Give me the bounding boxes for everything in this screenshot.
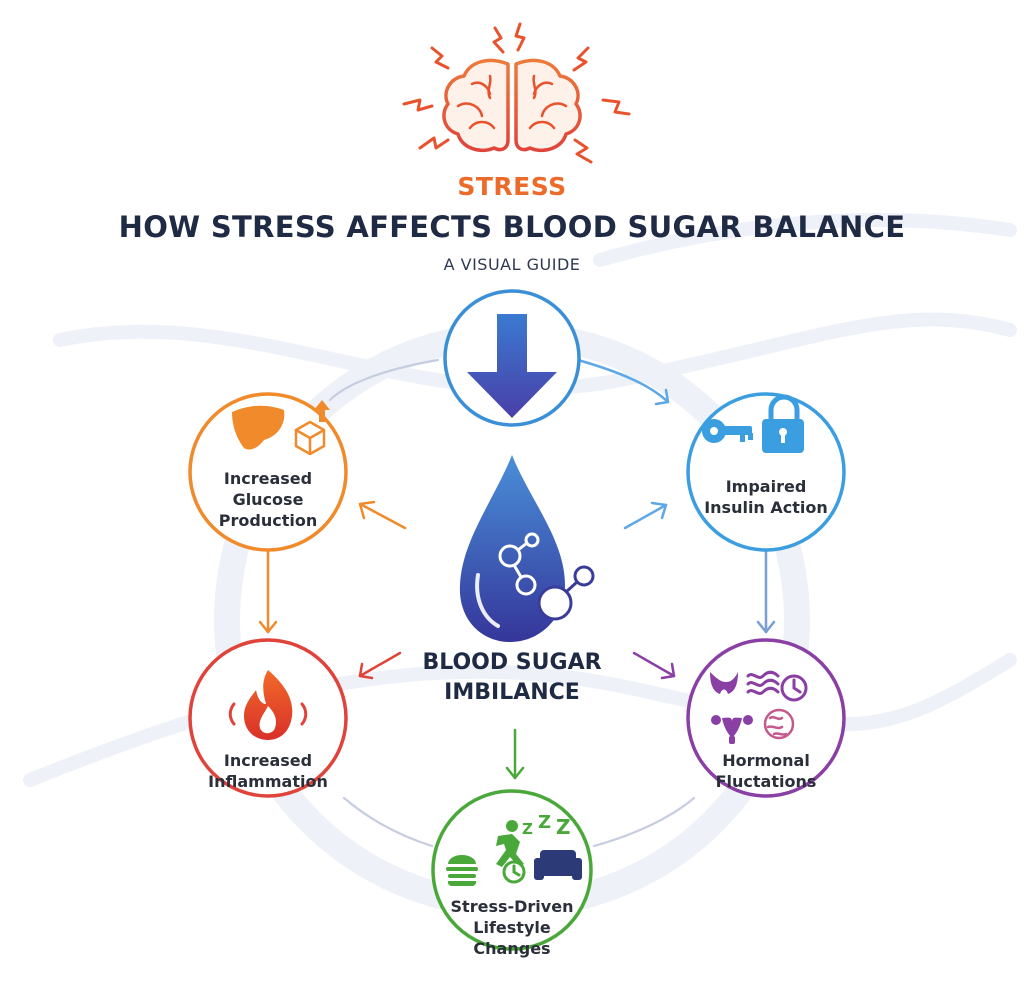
node-glucose-line1: Increased bbox=[223, 469, 313, 488]
node-hormonal-label: Hormonal Fluctations bbox=[686, 750, 846, 792]
node-glucose-circle bbox=[188, 392, 348, 552]
page-subtitle: A VISUAL GUIDE bbox=[443, 255, 581, 274]
blood-drop-icon bbox=[459, 455, 595, 642]
node-inflammation-line1: Increased bbox=[223, 751, 313, 770]
uterus-icon bbox=[711, 715, 753, 744]
node-glucose-label: Increased Glucose Production bbox=[188, 468, 348, 531]
arrow-center-to-insulin bbox=[623, 501, 668, 530]
thyroid-icon bbox=[710, 672, 738, 694]
node-lifestyle-line1: Stress-Driven bbox=[450, 897, 574, 916]
sleep-z-icon: Z Z Z bbox=[522, 812, 571, 839]
node-insulin-circle bbox=[686, 392, 846, 552]
node-inflammation-label: Increased Inflammation bbox=[188, 750, 348, 792]
couch-icon bbox=[534, 850, 582, 880]
page-title: HOW STRESS AFFECTS BLOOD SUGAR BALANCE bbox=[118, 210, 906, 244]
node-hormonal-line2: Fluctations bbox=[715, 772, 817, 791]
brain-icon bbox=[763, 708, 795, 740]
arrow-center-to-inflammation bbox=[358, 651, 402, 680]
flow-arrows bbox=[258, 358, 776, 780]
node-lifestyle-label: Stress-Driven Lifestyle Changes bbox=[432, 896, 592, 959]
wave-icon bbox=[746, 670, 780, 695]
arrow-top-to-insulin bbox=[576, 358, 670, 406]
arrow-center-to-lifestyle bbox=[505, 728, 525, 780]
padlock-icon bbox=[762, 394, 804, 453]
node-insulin-label: Impaired Insulin Action bbox=[686, 476, 846, 518]
svg-text:Z: Z bbox=[522, 820, 533, 838]
node-insulin-line2: Insulin Action bbox=[704, 498, 828, 517]
node-glucose-line3: Production bbox=[218, 511, 318, 530]
arrow-glucose-to-inflammation bbox=[258, 550, 278, 634]
arrow-center-to-hormonal bbox=[632, 651, 676, 680]
flame-icon bbox=[228, 670, 308, 740]
down-arrow-icon bbox=[467, 314, 557, 418]
up-arrow-icon bbox=[314, 400, 330, 422]
center-label-line2: IMBILANCE bbox=[444, 680, 580, 705]
arrow-center-to-glucose bbox=[358, 500, 407, 530]
svg-text:Z: Z bbox=[556, 815, 571, 839]
node-insulin-line1: Impaired bbox=[725, 477, 807, 496]
node-lifestyle-line2: Lifestyle Changes bbox=[473, 918, 551, 958]
node-inflammation-line2: Inflammation bbox=[208, 772, 328, 791]
stress-label: STRESS bbox=[457, 172, 567, 201]
clock-icon-lifestyle bbox=[502, 860, 526, 884]
center-label-line1: BLOOD SUGAR bbox=[422, 650, 602, 675]
center-label: BLOOD SUGAR IMBILANCE bbox=[392, 648, 632, 708]
burger-icon bbox=[446, 855, 478, 887]
clock-icon bbox=[780, 674, 808, 702]
key-icon bbox=[702, 419, 753, 443]
node-glucose-line2: Glucose bbox=[232, 490, 304, 509]
running-person-icon bbox=[496, 820, 524, 867]
svg-text:Z: Z bbox=[538, 812, 551, 833]
brain-stress-icon bbox=[402, 22, 631, 164]
arrow-insulin-to-hormonal bbox=[756, 550, 776, 634]
liver-icon bbox=[232, 405, 285, 450]
node-hormonal-line1: Hormonal bbox=[722, 751, 810, 770]
box-icon bbox=[294, 420, 326, 456]
